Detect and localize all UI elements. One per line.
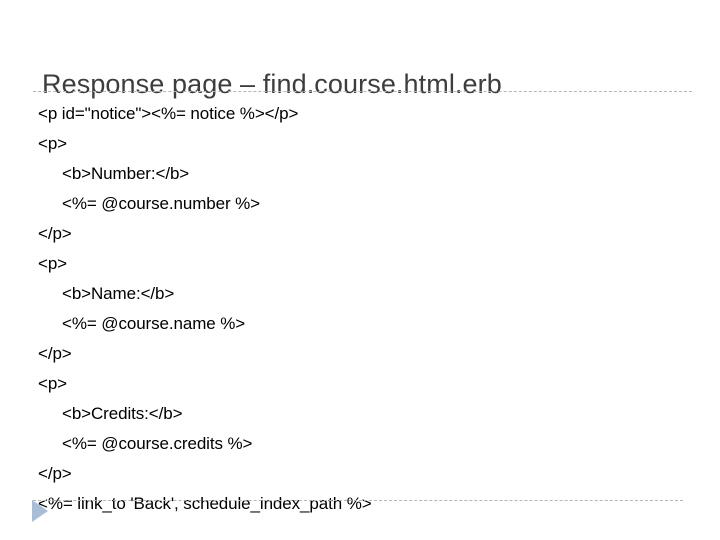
code-line: <b>Credits:</b> [62, 404, 183, 423]
code-block: <p id="notice"><%= notice %></p> <p> <b>Nu… [38, 99, 698, 519]
code-line: <%= @course.name %> [62, 314, 246, 333]
code-line: <b>Name:</b> [62, 284, 175, 303]
code-line: </p> [38, 344, 72, 363]
play-triangle-icon [32, 500, 48, 522]
code-line: <%= @course.credits %> [62, 434, 253, 453]
code-line: </p> [38, 464, 72, 483]
code-line: <p> [38, 134, 68, 153]
code-line: <p id="notice"><%= notice %></p> [38, 104, 299, 123]
code-line: <p> [38, 374, 68, 393]
code-line: <p> [38, 254, 68, 273]
code-line: <b>Number:</b> [62, 164, 190, 183]
page-title: Response page – find.course.html.erb [42, 69, 502, 100]
code-line: <%= link_to 'Back', schedule_index_path … [38, 494, 372, 513]
title-divider-top [33, 91, 692, 92]
code-line: <%= @course.number %> [62, 194, 261, 213]
code-line: </p> [38, 224, 72, 243]
content-divider-bottom [33, 500, 683, 501]
